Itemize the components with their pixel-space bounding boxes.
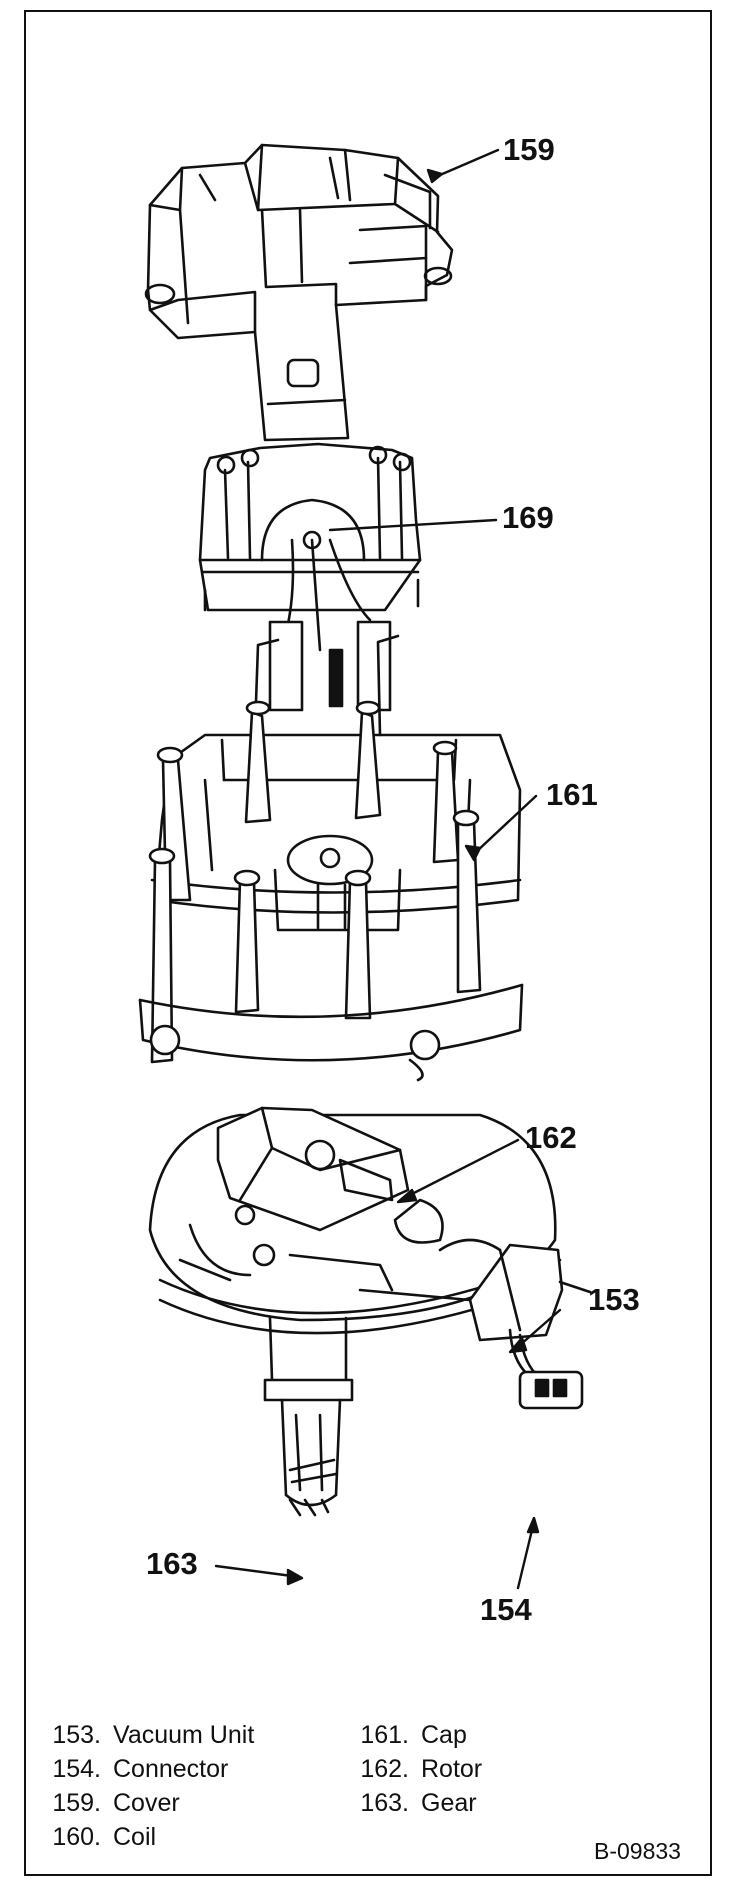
legend-label: Cover [113,1789,180,1817]
legend-item: 159. Cover [30,1786,254,1820]
legend-number: 163. [360,1789,409,1817]
legend-item: 163. Gear [338,1786,482,1820]
callout-154: 154 [480,1592,532,1627]
callout-159: 159 [503,132,555,167]
legend-label: Vacuum Unit [113,1721,255,1749]
legend-label: Gear [421,1789,477,1817]
legend-number: 161. [360,1721,409,1749]
cap-part [138,634,524,1082]
callout-162: 162 [525,1120,577,1155]
legend-right: 161. Cap 162. Rotor 163. Gear [338,1718,482,1820]
figure-frame [24,10,712,1876]
callout-161: 161 [546,777,598,812]
coil-part [198,442,422,712]
legend-left: 153. Vacuum Unit 154. Connector 159. Cov… [30,1718,254,1854]
figure-id: B-09833 [594,1838,681,1864]
legend-label: Cap [421,1721,467,1749]
legend-number: 153. [52,1721,101,1749]
legend-number: 154. [52,1755,101,1783]
legend-item: 161. Cap [338,1718,482,1752]
callout-163: 163 [146,1546,198,1581]
legend-item: 154. Connector [30,1752,254,1786]
legend-item: 162. Rotor [338,1752,482,1786]
legend-item: 160. Coil [30,1820,254,1854]
callout-153: 153 [588,1282,640,1317]
legend-number: 159. [52,1789,101,1817]
leader-lines [214,148,562,1590]
legend-item: 153. Vacuum Unit [30,1718,254,1752]
legend-number: 162. [360,1755,409,1783]
legend-label: Rotor [421,1755,483,1783]
legend-label: Coil [113,1823,157,1851]
legend-label: Connector [113,1755,229,1783]
cover-part [144,143,454,442]
legend-number: 160. [52,1823,101,1851]
callout-169: 169 [502,500,554,535]
housing-part [148,1106,592,1517]
